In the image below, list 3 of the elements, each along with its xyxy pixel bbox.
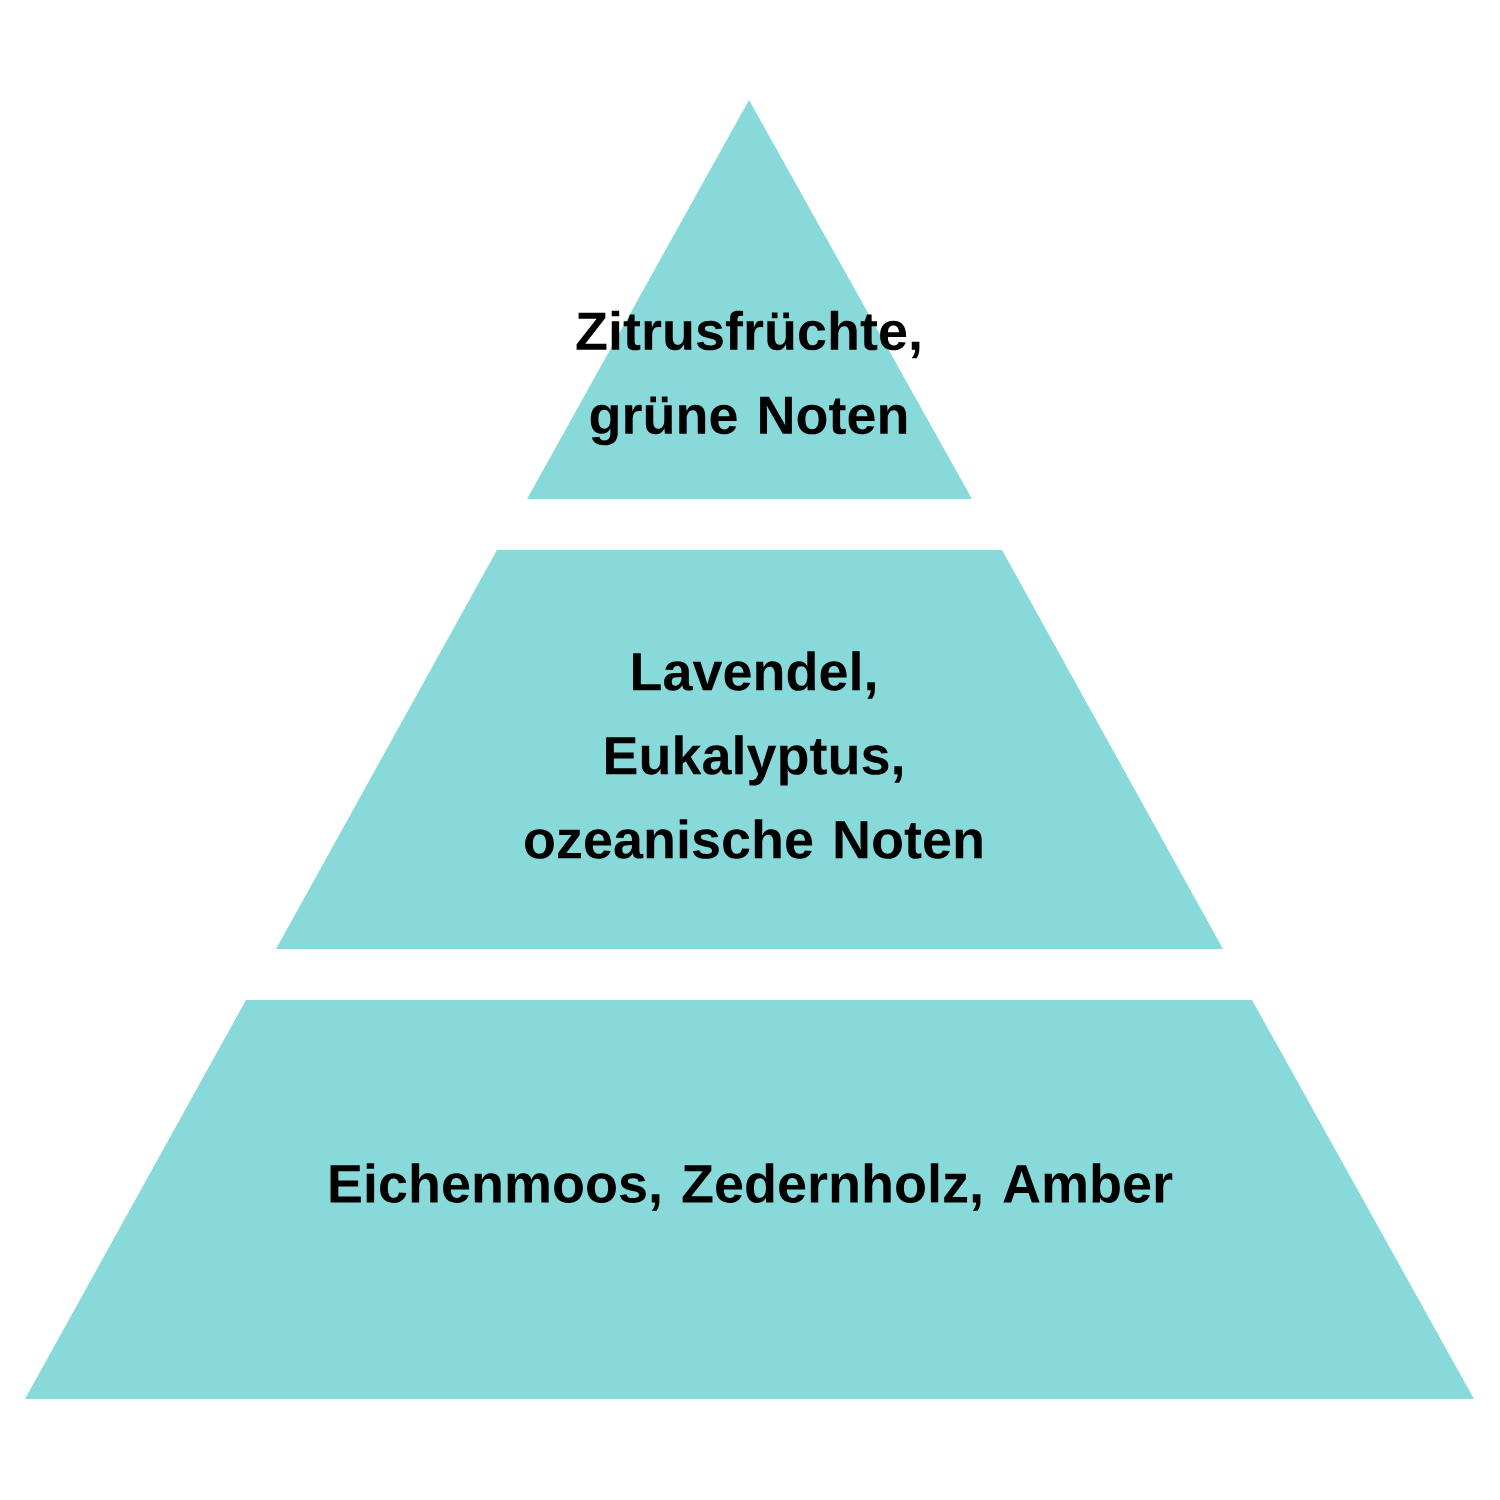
pyramid-tier: Lavendel, Eukalyptus, ozeanische Noten: [276, 550, 1223, 949]
pyramid-tier: Zitrusfrüchte, grüne Noten: [527, 100, 972, 499]
pyramid-tier: Eichenmoos, Zedernholz, Amber: [25, 1000, 1474, 1399]
